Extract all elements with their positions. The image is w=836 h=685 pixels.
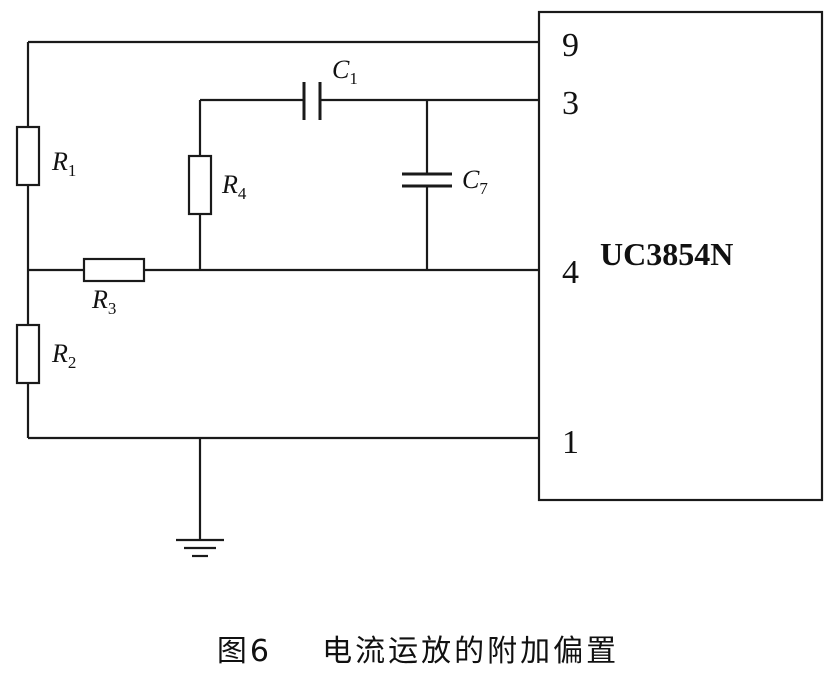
chip-label: UC3854N [600,236,733,272]
pin-3-label: 3 [562,85,579,122]
label-c1: C1 [332,55,358,88]
figure-caption: 图6 电流运放的附加偏置 [0,626,836,670]
label-r4: R4 [221,170,247,203]
figure-number: 图6 [216,634,272,669]
resistor-r3 [82,257,146,283]
resistor-r4 [187,154,213,216]
pin-4-label: 4 [562,254,579,291]
ic-body [537,10,824,502]
pin-1-label: 1 [562,424,579,461]
wires [26,40,539,540]
capacitor-c1 [302,82,322,120]
resistor-r2 [15,323,41,385]
capacitor-c7 [402,172,452,188]
figure-title: 电流运放的附加偏置 [322,634,620,669]
label-c7: C7 [462,165,488,198]
ground-icon [176,538,224,558]
resistor-r1 [15,125,41,187]
label-r3: R3 [91,285,116,318]
pin-9-label: 9 [562,27,579,64]
label-r2: R2 [51,339,76,372]
label-r1: R1 [51,147,76,180]
schematic: UC3854N 9 3 4 1 [15,10,824,558]
